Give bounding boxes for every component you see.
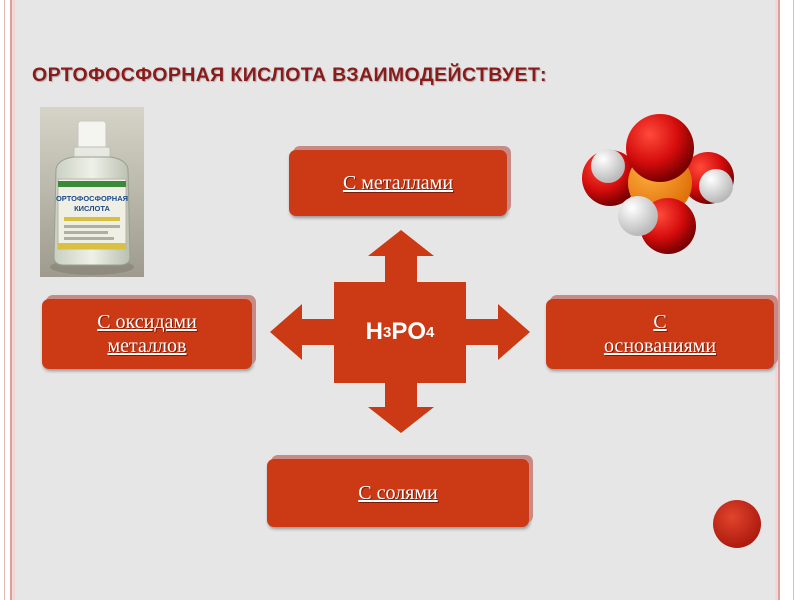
arrow-left — [270, 304, 334, 360]
center-square — [334, 282, 466, 383]
box-salts-label: С солями — [358, 482, 438, 504]
box-bases-line2: основаниями — [603, 335, 717, 357]
box-bases-line1: С — [653, 311, 667, 333]
frame-outer-line-right — [793, 0, 794, 600]
frame-outer-line-left — [4, 0, 5, 600]
box-salts[interactable]: С солями — [267, 459, 529, 527]
box-metals-label: С металлами — [342, 172, 454, 194]
formula-po: PO — [391, 318, 427, 345]
decorative-red-dot — [713, 500, 761, 548]
box-metal-oxides-line2: металлов — [107, 335, 187, 357]
slide-title: ОРТОФОСФОРНАЯ КИСЛОТА ВЗАИМОДЕЙСТВУЕТ: — [32, 64, 547, 86]
bottle-label-line2: КИСЛОТА — [74, 204, 110, 213]
formula-sub-3: 3 — [382, 323, 392, 341]
box-metal-oxides-line1: С оксидами — [97, 311, 197, 333]
box-metals[interactable]: С металлами — [289, 150, 507, 216]
box-metal-oxides[interactable]: С оксидами металлов — [42, 299, 252, 369]
acid-bottle-image: ОРТОФОСФОРНАЯ КИСЛОТА — [40, 107, 144, 277]
arrow-up — [368, 230, 434, 282]
molecule-model-image — [582, 114, 734, 254]
arrow-down — [368, 383, 434, 433]
formula-h: H — [365, 318, 383, 345]
arrow-right — [466, 304, 530, 360]
bottle-label-line1: ОРТОФОСФОРНАЯ — [56, 194, 128, 203]
box-bases[interactable]: С основаниями — [546, 299, 774, 369]
formula-sub-4: 4 — [426, 323, 435, 341]
